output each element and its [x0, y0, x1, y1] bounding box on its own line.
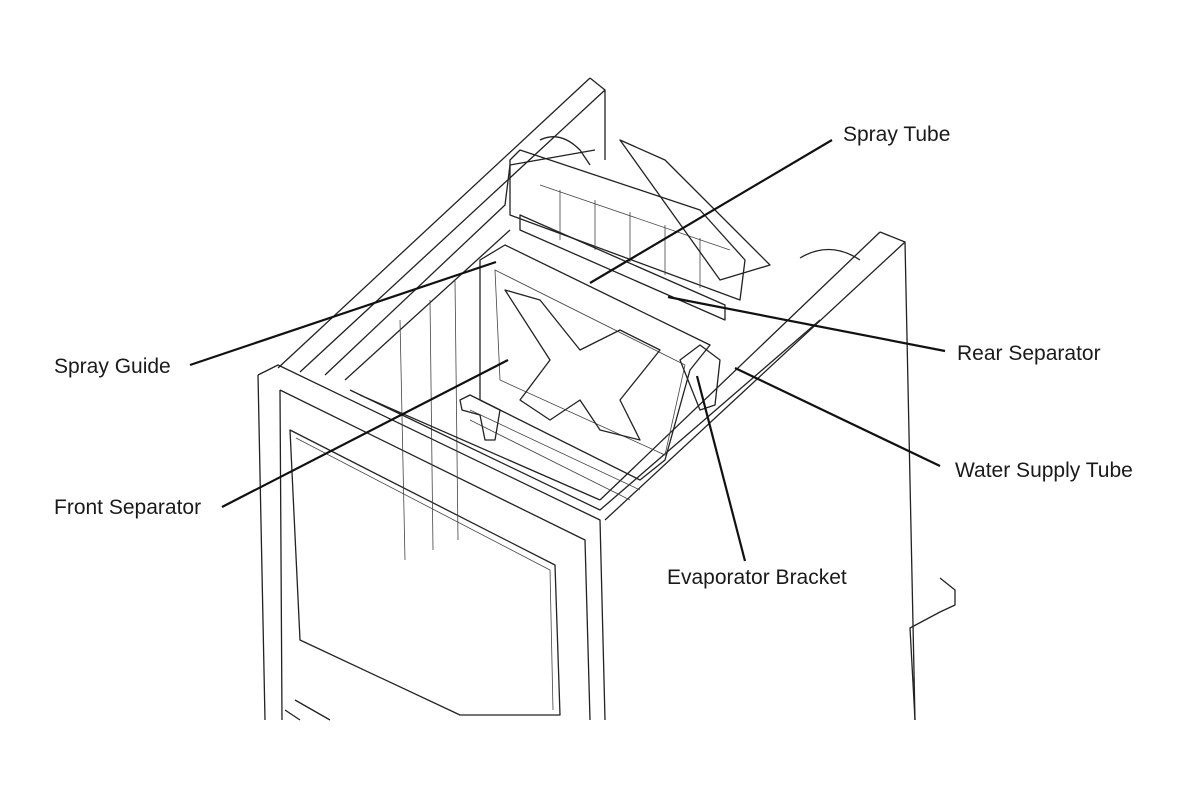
leader-evaporator-bracket — [695, 375, 747, 562]
leader-water-supply-tube — [734, 367, 941, 467]
label-front-separator: Front Separator — [54, 496, 202, 519]
label-spray-tube: Spray Tube — [843, 123, 951, 146]
label-evaporator-bracket: Evaporator Bracket — [667, 566, 847, 589]
label-spray-guide: Spray Guide — [54, 355, 171, 378]
leader-spray-guide — [189, 260, 497, 367]
leader-lines — [189, 139, 946, 562]
leader-rear-separator — [667, 295, 946, 353]
cabinet-outline — [257, 77, 956, 721]
spray-tube-assembly — [509, 136, 861, 321]
label-water-supply-tube: Water Supply Tube — [955, 459, 1133, 482]
leader-spray-tube — [589, 139, 833, 284]
label-rear-separator: Rear Separator — [957, 342, 1101, 365]
leader-front-separator — [221, 359, 509, 508]
evaporator — [459, 244, 721, 501]
